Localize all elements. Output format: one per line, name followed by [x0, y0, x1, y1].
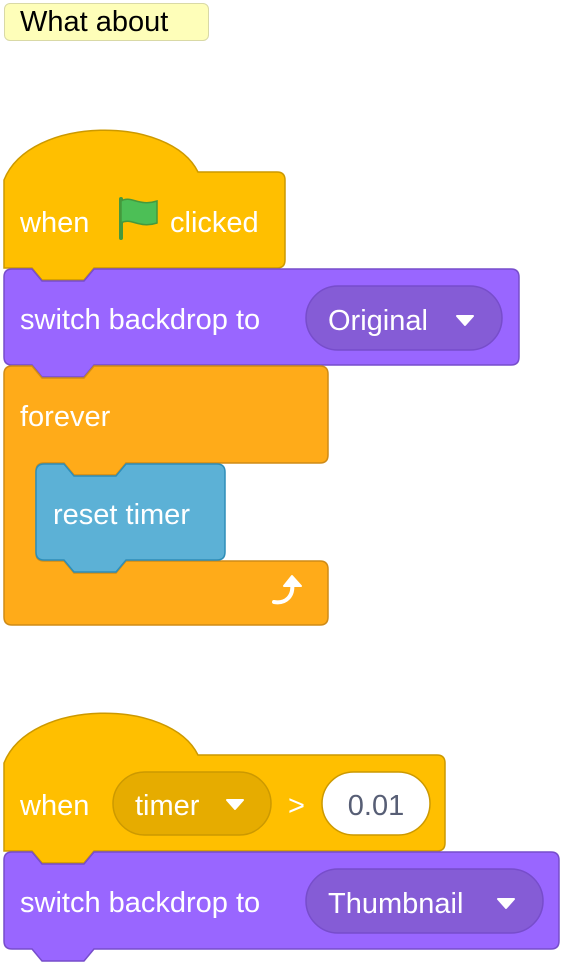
script-green-flag[interactable]: when clicked switch backdrop to Original…: [3, 129, 520, 626]
backdrop-dropdown-value: Original: [328, 305, 428, 337]
threshold-input[interactable]: 0.01: [321, 771, 431, 836]
forever-label: forever: [20, 401, 111, 433]
forever-block[interactable]: forever: [3, 365, 329, 626]
threshold-value: 0.01: [348, 790, 404, 822]
chevron-down-icon: [497, 898, 515, 909]
reset-timer-block[interactable]: reset timer: [35, 463, 226, 573]
switch-backdrop-block[interactable]: switch backdrop to Original: [3, 268, 520, 378]
chevron-down-icon: [456, 315, 474, 326]
when-label: when: [19, 790, 89, 822]
reset-timer-label: reset timer: [53, 499, 190, 531]
sensor-dropdown[interactable]: timer: [112, 771, 272, 836]
switch-backdrop-block[interactable]: switch backdrop to Thumbnail: [3, 851, 560, 962]
when-sensor-greater-than-block[interactable]: when timer > 0.01: [3, 712, 446, 864]
switch-backdrop-label: switch backdrop to: [20, 887, 260, 919]
backdrop-dropdown[interactable]: Original: [305, 285, 503, 351]
backdrop-dropdown[interactable]: Thumbnail: [305, 868, 544, 934]
when-label: when: [19, 207, 89, 239]
script-when-timer[interactable]: when timer > 0.01 switch backdrop to Thu…: [3, 712, 560, 962]
comment-text: What about: [20, 6, 169, 38]
green-flag-icon: [119, 197, 158, 240]
switch-backdrop-label: switch backdrop to: [20, 304, 260, 336]
chevron-down-icon: [226, 799, 244, 810]
sensor-dropdown-value: timer: [135, 790, 200, 822]
clicked-label: clicked: [170, 207, 259, 239]
operator-label: >: [288, 790, 305, 822]
comment-note[interactable]: What about: [4, 3, 209, 41]
when-flag-clicked-block[interactable]: when clicked: [3, 129, 286, 281]
backdrop-dropdown-value: Thumbnail: [328, 888, 463, 920]
repeat-arrow-icon: [272, 575, 302, 605]
